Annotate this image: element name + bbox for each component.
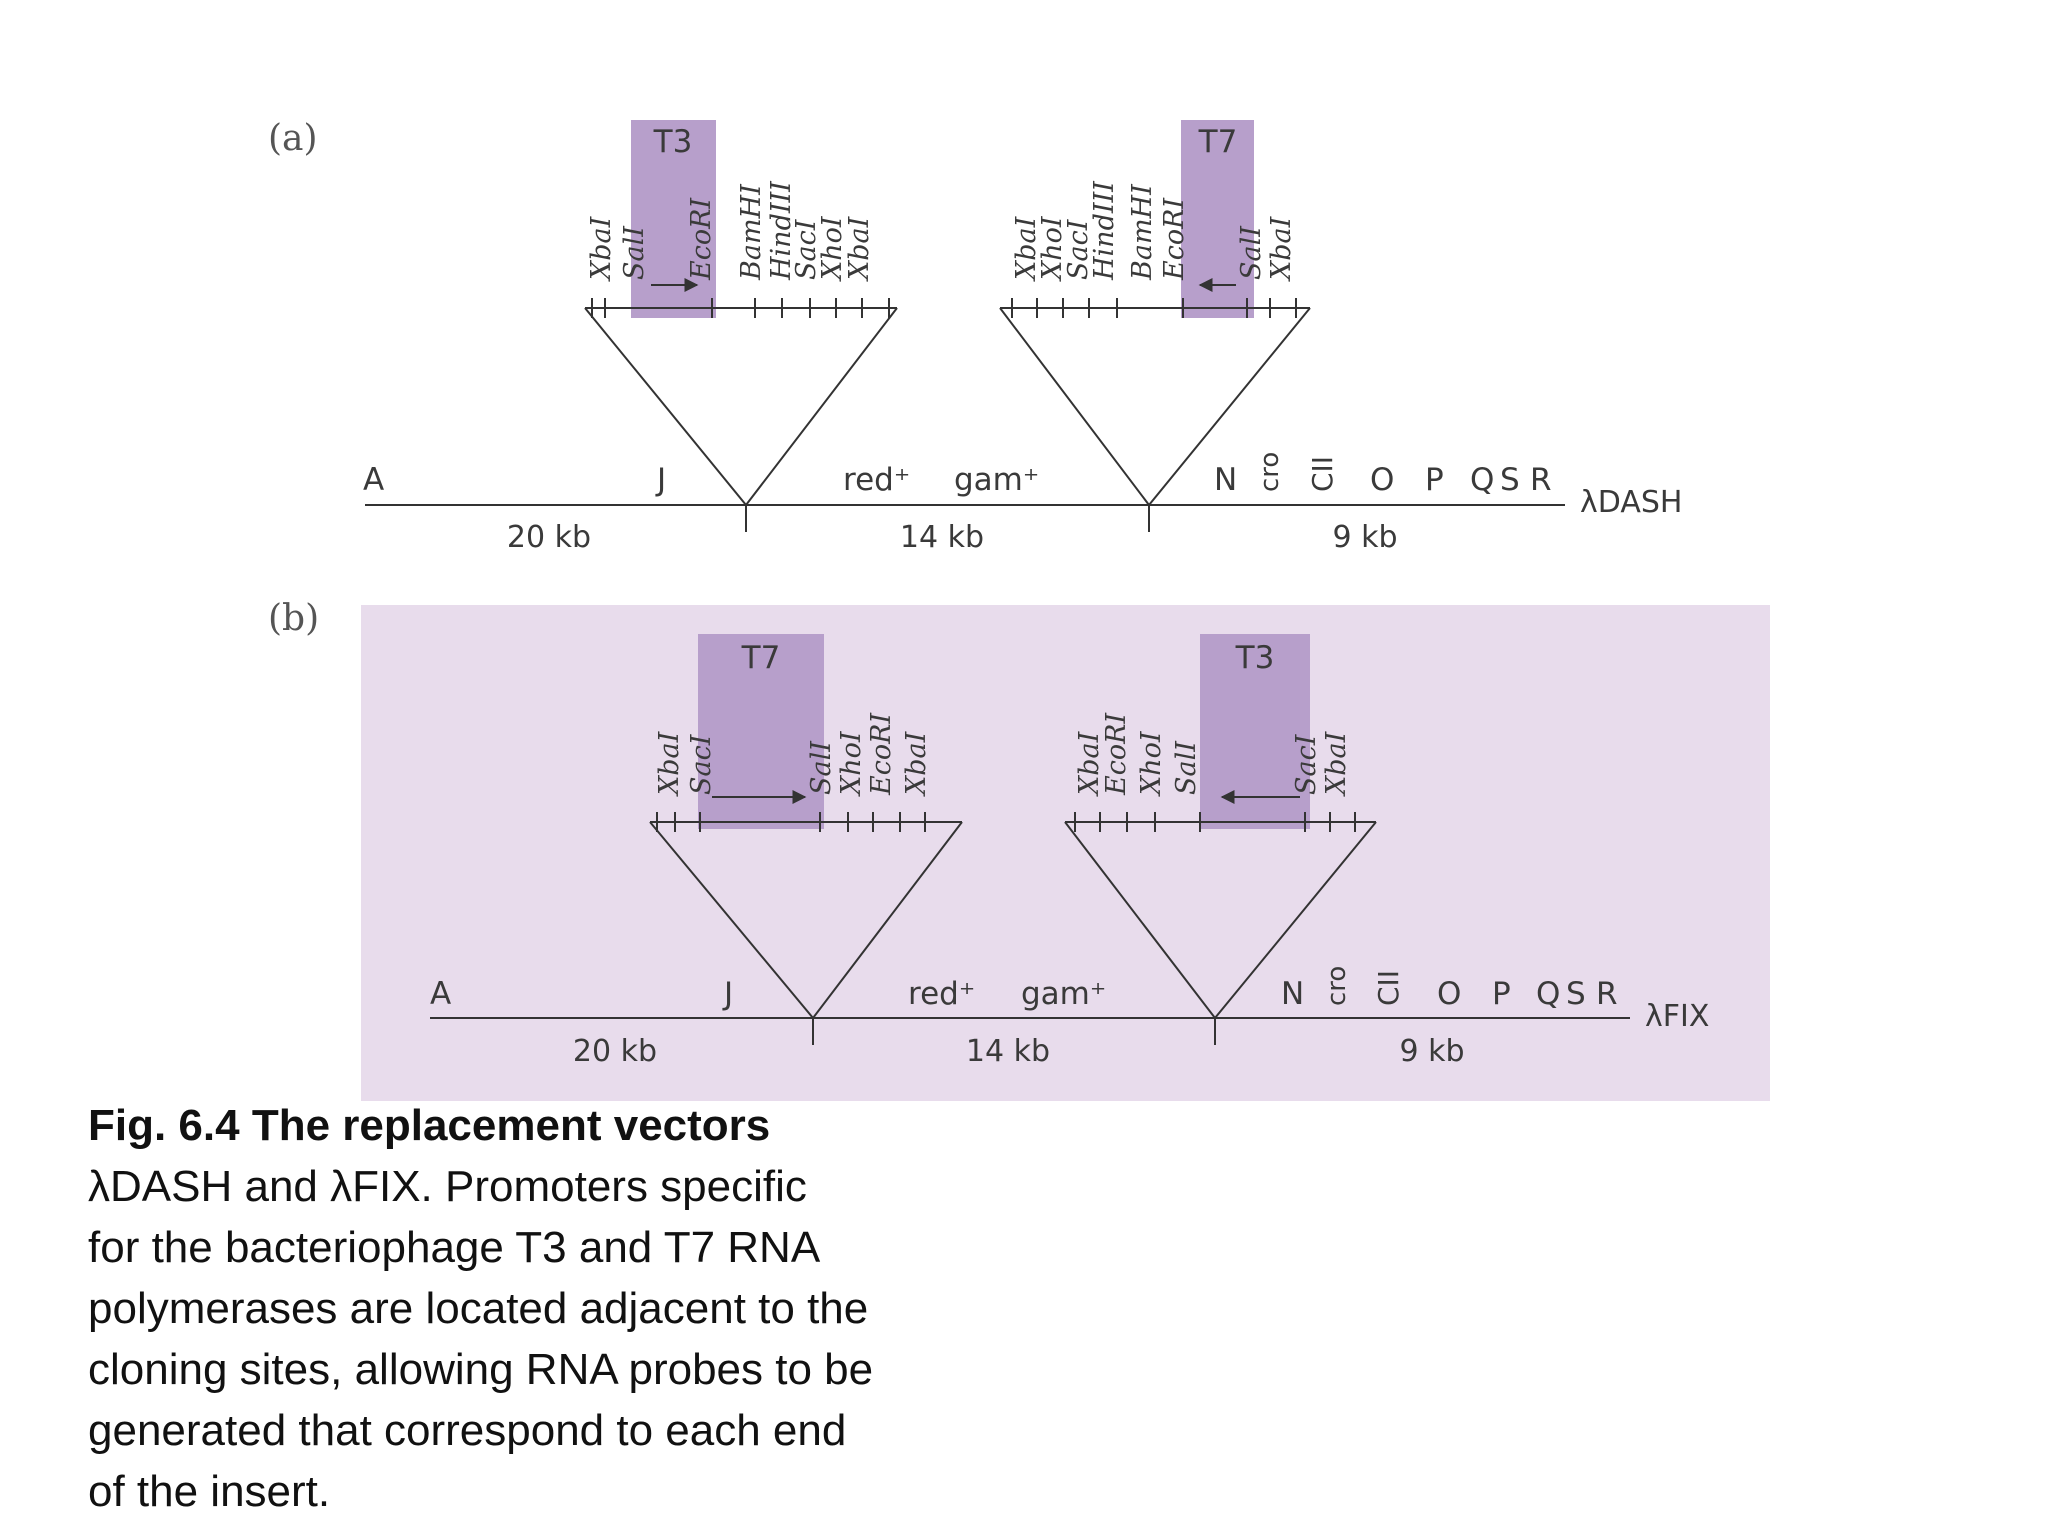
site-label: XbaI (586, 215, 617, 282)
promoter-label: T3 (653, 124, 693, 160)
site-label: SalI (1171, 740, 1202, 795)
gene-label: red⁺ (843, 462, 910, 498)
site-label: BamHI (1127, 183, 1158, 281)
restriction-sites-right: XbaI EcoRI XhoI SalI SacI XbaI (1074, 712, 1352, 797)
site-label: EcoRI (866, 712, 897, 796)
segment-length: 20 kb (573, 1034, 657, 1069)
gene-label: red⁺ (908, 976, 975, 1012)
site-label: XbaI (654, 730, 685, 797)
figure-caption: Fig. 6.4 The replacement vectors λDASH a… (88, 1095, 988, 1522)
gene-label: N (1281, 976, 1304, 1012)
gene-label: S (1566, 976, 1586, 1012)
caption-line: generated that correspond to each end (88, 1406, 847, 1455)
site-label: SacI (686, 733, 717, 795)
promoter-label: T3 (1235, 640, 1275, 676)
site-label: XhoI (1037, 215, 1068, 282)
gene-label: A (363, 462, 384, 498)
site-label: SalI (619, 225, 650, 280)
site-label: XhoI (836, 730, 867, 797)
panel-label: (a) (268, 118, 318, 159)
panel-label: (b) (268, 598, 319, 639)
gene-label: gam⁺ (1021, 976, 1106, 1012)
gene-label: R (1530, 462, 1552, 498)
site-label: XbaI (1074, 730, 1105, 797)
site-label: XbaI (844, 215, 875, 282)
site-ticks (591, 298, 890, 318)
site-ticks (656, 812, 926, 832)
site-label: HindIII (766, 180, 797, 281)
gene-label: cro (1255, 452, 1285, 492)
gene-label: cro (1322, 966, 1352, 1006)
vector-name: λDASH (1580, 485, 1682, 520)
site-label: HindIII (1089, 180, 1120, 281)
segment-length: 20 kb (507, 520, 591, 555)
segment-length: 9 kb (1399, 1034, 1464, 1069)
restriction-sites-left: XbaI SacI SalI XhoI EcoRI XbaI (654, 712, 932, 797)
site-label: SacI (791, 218, 822, 280)
site-label: EcoRI (1159, 197, 1190, 281)
gene-label: gam⁺ (954, 462, 1039, 498)
caption-line: λDASH and λFIX. Promoters specific (88, 1162, 807, 1211)
promoter-label: T7 (741, 640, 781, 676)
gene-label: S (1500, 462, 1520, 498)
gene-label: A (430, 976, 451, 1012)
caption-title: Fig. 6.4 The replacement vectors (88, 1101, 771, 1150)
site-label: XhoI (817, 215, 848, 282)
gene-label: P (1492, 976, 1511, 1012)
site-label: XbaI (1266, 215, 1297, 282)
panel-b-background (361, 605, 1770, 1101)
restriction-sites-right: XbaI XhoI SacI HindIII BamHI EcoRI SalI … (1011, 180, 1297, 282)
caption-line: for the bacteriophage T3 and T7 RNA (88, 1223, 821, 1272)
caption-line: cloning sites, allowing RNA probes to be (88, 1345, 874, 1394)
gene-label: O (1370, 462, 1394, 498)
site-label: EcoRI (686, 197, 717, 281)
gene-label: P (1425, 462, 1444, 498)
site-label: SacI (1291, 733, 1322, 795)
caption-line: polymerases are located adjacent to the (88, 1284, 869, 1333)
site-label: XbaI (901, 730, 932, 797)
site-ticks (1011, 298, 1297, 318)
segment-length: 14 kb (966, 1034, 1050, 1069)
site-label: BamHI (736, 183, 767, 281)
segment-length: 14 kb (900, 520, 984, 555)
site-ticks (1074, 812, 1356, 832)
gene-label: R (1596, 976, 1618, 1012)
site-label: SalI (1236, 225, 1267, 280)
segment-length: 9 kb (1332, 520, 1397, 555)
gene-label: Q (1470, 462, 1494, 498)
gene-label: Q (1536, 976, 1560, 1012)
caption-line: of the insert. (88, 1467, 331, 1516)
site-label: XbaI (1011, 215, 1042, 282)
site-label: EcoRI (1101, 712, 1132, 796)
site-label: SalI (806, 740, 837, 795)
panel-a: (a) T3 T7 XbaI SalI (268, 118, 1682, 555)
vector-name: λFIX (1645, 999, 1709, 1034)
restriction-sites-left: XbaI SalI EcoRI BamHI HindIII SacI XhoI … (586, 180, 875, 282)
gene-label: N (1214, 462, 1237, 498)
gene-label: J (722, 976, 733, 1012)
promoter-label: T7 (1198, 124, 1238, 160)
site-label: XbaI (1321, 730, 1352, 797)
panel-b: (b) T7 T3 XbaI SacI SalI XhoI EcoRI XbaI (268, 598, 1709, 1069)
site-label: XhoI (1136, 730, 1167, 797)
gene-label: CII (1372, 970, 1405, 1006)
site-label: SacI (1063, 218, 1094, 280)
gene-label: CII (1306, 456, 1339, 492)
gene-label: J (655, 462, 666, 498)
gene-label: O (1437, 976, 1461, 1012)
